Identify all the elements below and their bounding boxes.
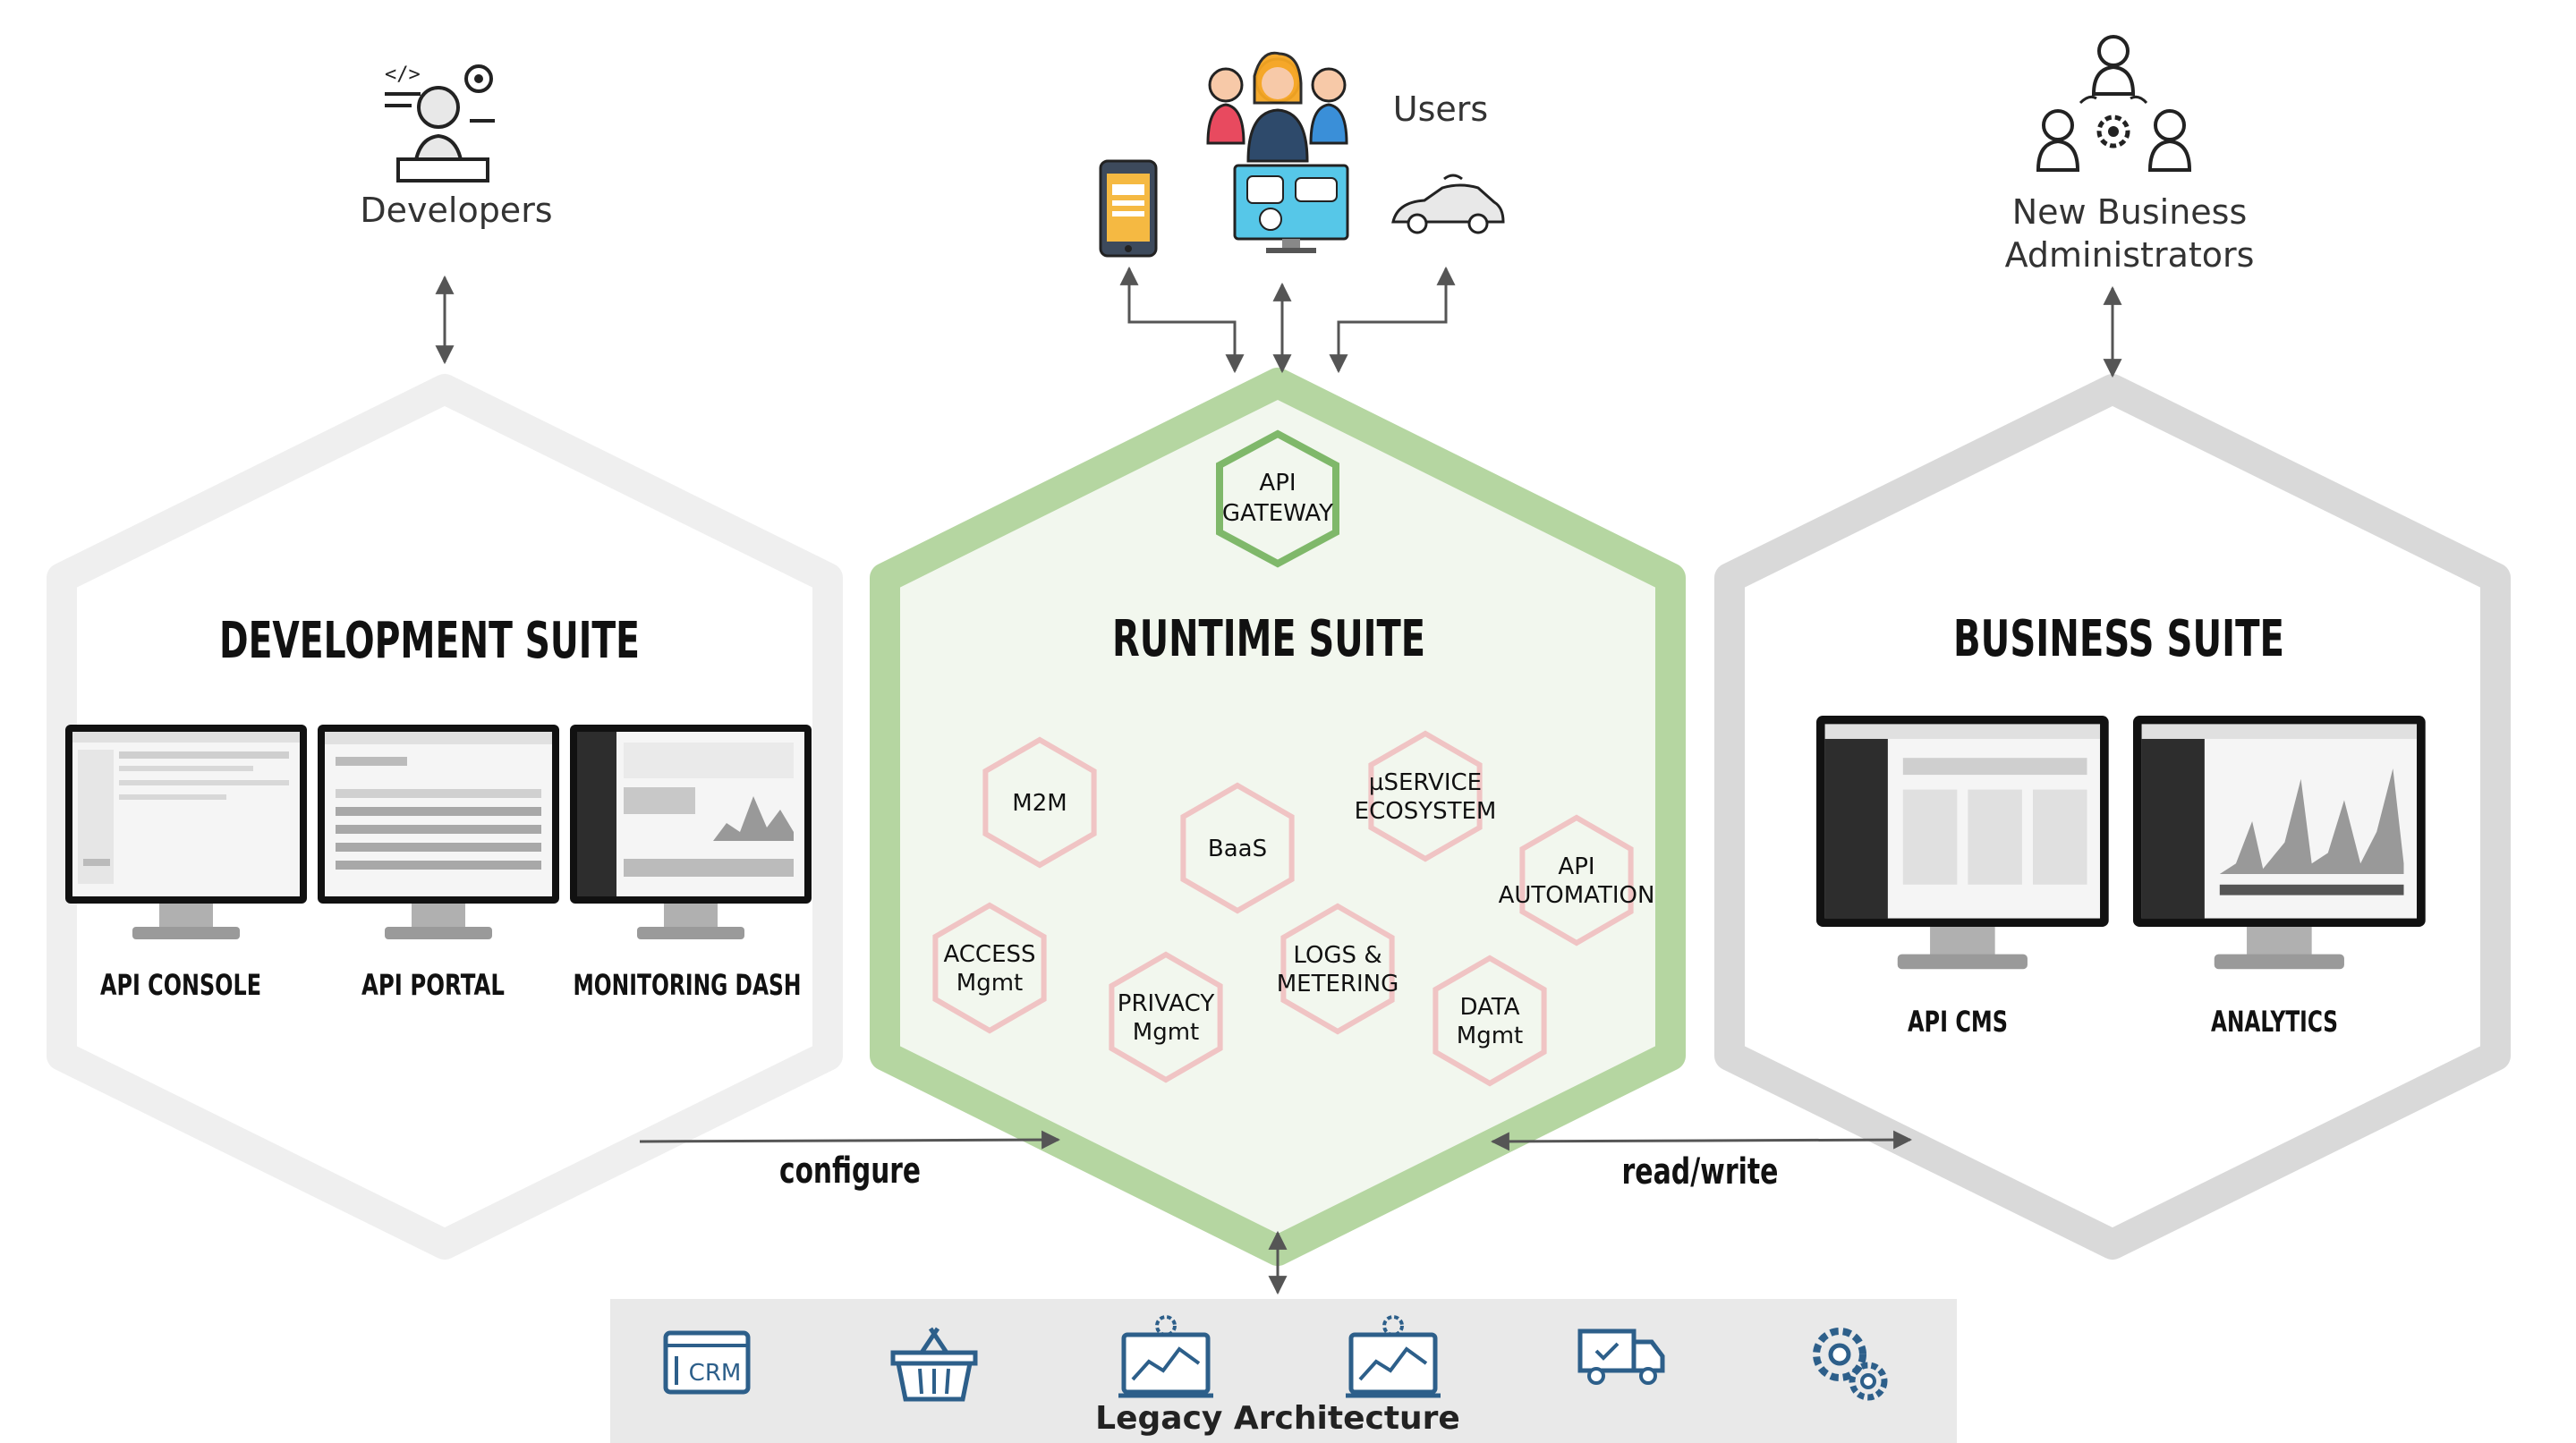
readwrite-label: read/write xyxy=(1622,1151,1779,1193)
users-label: Users xyxy=(1393,89,1488,129)
readwrite-arrow xyxy=(1490,1130,1913,1151)
module-label: M2M xyxy=(1012,790,1067,817)
monitoring-dash-label: MONITORING DASH xyxy=(574,968,802,1002)
api-console-monitor xyxy=(65,725,307,939)
legacy-architecture-panel xyxy=(610,1299,1957,1443)
module-hexagon-shape xyxy=(982,736,1097,869)
module-label: µSERVICE xyxy=(1369,769,1482,796)
developers-label: Developers xyxy=(360,191,552,230)
business-admins-icon xyxy=(2036,35,2192,172)
business-suite-title: BUSINESS SUITE xyxy=(1953,610,2284,668)
module-hexagon-shape xyxy=(1180,782,1295,914)
module-hexagon-shape xyxy=(1368,730,1483,862)
crm-icon-label: CRM xyxy=(689,1360,742,1387)
runtime-suite-title: RUNTIME SUITE xyxy=(1112,610,1425,668)
module-label: Mgmt xyxy=(1133,1019,1199,1046)
module-hexagon-shape xyxy=(1519,814,1634,946)
module-label: API xyxy=(1558,853,1594,880)
api-gateway-line2: GATEWAY xyxy=(1222,500,1333,527)
api-portal-label: API PORTAL xyxy=(361,968,505,1002)
module-hexagon-shape xyxy=(1109,951,1223,1083)
development-suite-title: DEVELOPMENT SUITE xyxy=(219,612,640,670)
api-portal-monitor xyxy=(318,725,559,939)
configure-label: configure xyxy=(779,1150,921,1192)
developer-icon: </> xyxy=(385,64,495,182)
shopping-basket-icon xyxy=(890,1327,978,1402)
users-right-arrow xyxy=(1329,266,1456,374)
runtime-modules: M2MBaaSµSERVICEECOSYSTEMAPIAUTOMATIONACC… xyxy=(932,730,1655,1087)
admins-label-line2: Administrators xyxy=(2005,235,2255,275)
module-label: LOGS & xyxy=(1293,942,1382,969)
module-label: ACCESS xyxy=(943,941,1035,968)
module-label: Mgmt xyxy=(1457,1023,1523,1049)
delivery-truck-icon xyxy=(1577,1328,1665,1385)
analytics-label: ANALYTICS xyxy=(2211,1005,2338,1039)
analytics-monitor xyxy=(2133,716,2426,970)
module-label: DATA xyxy=(1460,994,1520,1021)
module-m2m: M2M xyxy=(982,736,1097,869)
module-logs-metering: LOGS &METERING xyxy=(1277,903,1399,1035)
chatbot-screen-icon xyxy=(1233,164,1349,253)
admins-label-line1: New Business xyxy=(2012,192,2248,232)
module-label: ECOSYSTEM xyxy=(1355,798,1497,825)
business-suite-hexagon xyxy=(1714,374,2511,1260)
analytics-dashboard-icon xyxy=(1118,1315,1213,1398)
crm-icon: CRM xyxy=(663,1330,751,1395)
api-gateway-hexagon: API GATEWAY xyxy=(1216,429,1339,568)
svg-text:</>: </> xyxy=(385,64,421,86)
configure-arrow xyxy=(639,1130,1061,1150)
module-hexagon-shape xyxy=(1280,903,1395,1035)
module-label: AUTOMATION xyxy=(1499,882,1655,909)
api-cms-label: API CMS xyxy=(1908,1005,2008,1039)
users-group-icon xyxy=(1206,51,1348,163)
module-label: METERING xyxy=(1277,971,1399,997)
mobile-phone-icon xyxy=(1099,159,1158,258)
legacy-architecture-title: Legacy Architecture xyxy=(1095,1400,1460,1437)
users-left-arrow xyxy=(1119,266,1245,374)
module-baas: BaaS xyxy=(1180,782,1295,914)
api-cms-monitor xyxy=(1816,716,2109,970)
gears-icon xyxy=(1813,1328,1888,1401)
api-gateway-line1: API xyxy=(1259,470,1296,497)
connected-car-icon xyxy=(1391,174,1505,234)
module-hexagon-shape xyxy=(1433,955,1547,1087)
module-label: BaaS xyxy=(1208,836,1267,862)
analytics-dashboard-icon xyxy=(1346,1315,1441,1398)
monitoring-dash-monitor xyxy=(570,725,812,939)
module-label: Mgmt xyxy=(956,970,1023,997)
module-hexagon-shape xyxy=(932,902,1047,1034)
module-label: PRIVACY xyxy=(1118,990,1215,1017)
api-console-label: API CONSOLE xyxy=(100,968,261,1002)
